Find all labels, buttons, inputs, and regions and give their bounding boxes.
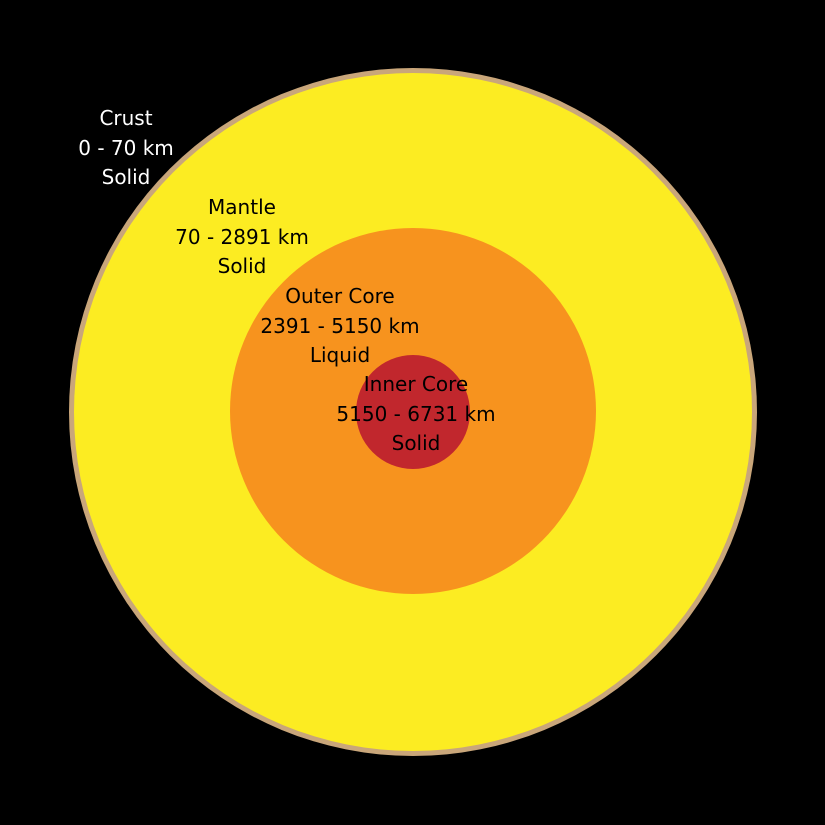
inner-core-label: Inner Core 5150 - 6731 km Solid xyxy=(323,370,509,459)
outer-core-label: Outer Core 2391 - 5150 km Liquid xyxy=(250,282,430,371)
outer-core-name: Outer Core xyxy=(285,284,395,308)
inner-core-state: Solid xyxy=(391,431,441,455)
inner-core-name: Inner Core xyxy=(363,372,469,396)
outer-core-depth: 2391 - 5150 km xyxy=(260,313,420,338)
outer-core-state: Liquid xyxy=(309,343,371,367)
crust-state: Solid xyxy=(101,165,151,189)
crust-label: Crust 0 - 70 km Solid xyxy=(46,104,206,193)
crust-depth: 0 - 70 km xyxy=(78,135,174,160)
inner-core-layer xyxy=(356,355,470,469)
inner-core-depth: 5150 - 6731 km xyxy=(336,401,496,426)
mantle-name: Mantle xyxy=(208,195,276,219)
mantle-label: Mantle 70 - 2891 km Solid xyxy=(162,193,322,282)
mantle-depth: 70 - 2891 km xyxy=(175,224,309,249)
mantle-state: Solid xyxy=(217,254,267,278)
crust-name: Crust xyxy=(99,106,153,130)
